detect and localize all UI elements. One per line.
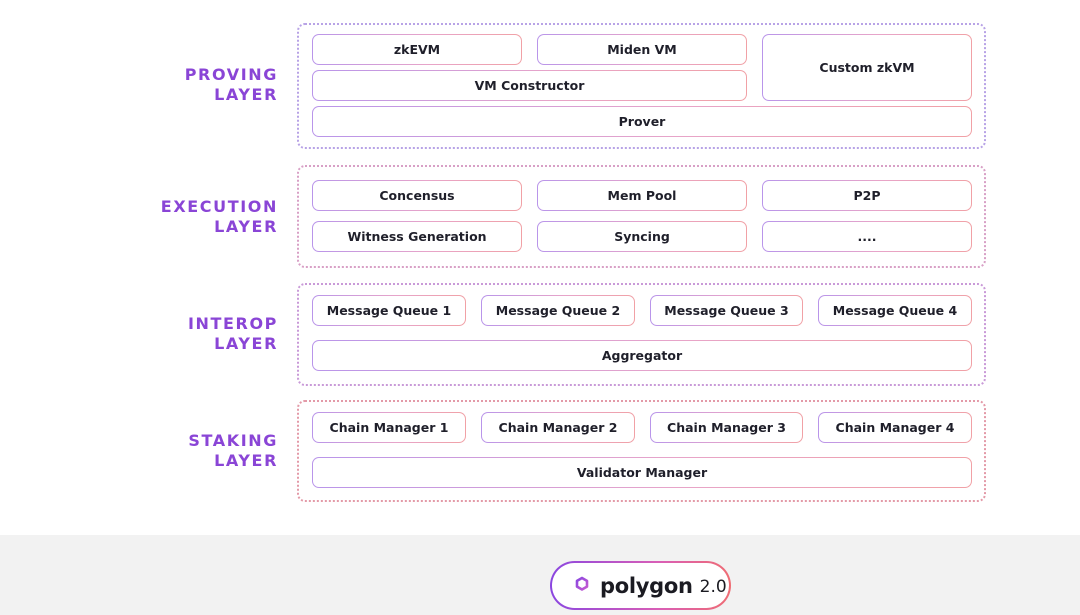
mem-pool-box: Mem Pool bbox=[537, 180, 747, 211]
interop-layer-label: INTEROP LAYER bbox=[120, 314, 278, 354]
polygon-badge: polygon 2.0 bbox=[550, 561, 731, 610]
chain-manager-2-box: Chain Manager 2 bbox=[481, 412, 635, 443]
chain-manager-4-box: Chain Manager 4 bbox=[818, 412, 972, 443]
message-queue-4-box: Message Queue 4 bbox=[818, 295, 972, 326]
p2p-box: P2P bbox=[762, 180, 972, 211]
execution-layer-label-line1: EXECUTION bbox=[160, 197, 278, 216]
execution-layer-label-line2: LAYER bbox=[214, 217, 278, 236]
proving-layer-label: PROVING LAYER bbox=[120, 65, 278, 105]
interop-layer-label-line1: INTEROP bbox=[187, 314, 278, 333]
proving-layer-label-line2: LAYER bbox=[214, 85, 278, 104]
consensus-box: Concensus bbox=[312, 180, 522, 211]
execution-layer-frame bbox=[297, 165, 986, 268]
aggregator-box: Aggregator bbox=[312, 340, 972, 371]
miden-vm-box: Miden VM bbox=[537, 34, 747, 65]
brand-version: 2.0 bbox=[699, 577, 727, 597]
proving-layer-frame bbox=[297, 23, 986, 149]
brand-name: polygon bbox=[600, 573, 693, 598]
interop-layer-label-line2: LAYER bbox=[214, 334, 278, 353]
syncing-box: Syncing bbox=[537, 221, 747, 252]
staking-layer-label-line2: LAYER bbox=[214, 451, 278, 470]
chain-manager-3-box: Chain Manager 3 bbox=[650, 412, 803, 443]
interop-layer-frame bbox=[297, 283, 986, 386]
proving-layer-label-line1: PROVING bbox=[184, 65, 278, 84]
footer-band bbox=[0, 535, 1080, 615]
message-queue-1-box: Message Queue 1 bbox=[312, 295, 466, 326]
prover-box: Prover bbox=[312, 106, 972, 137]
message-queue-2-box: Message Queue 2 bbox=[481, 295, 635, 326]
more-box: .... bbox=[762, 221, 972, 252]
staking-layer-frame bbox=[297, 400, 986, 502]
staking-layer-label-line1: STAKING bbox=[188, 431, 278, 450]
witness-generation-box: Witness Generation bbox=[312, 221, 522, 252]
validator-manager-box: Validator Manager bbox=[312, 457, 972, 488]
staking-layer-label: STAKING LAYER bbox=[120, 431, 278, 471]
execution-layer-label: EXECUTION LAYER bbox=[120, 197, 278, 237]
polygon-logo-icon bbox=[573, 576, 589, 595]
chain-manager-1-box: Chain Manager 1 bbox=[312, 412, 466, 443]
custom-zkvm-box: Custom zkVM bbox=[762, 34, 972, 101]
zkevm-box: zkEVM bbox=[312, 34, 522, 65]
vm-constructor-box: VM Constructor bbox=[312, 70, 747, 101]
message-queue-3-box: Message Queue 3 bbox=[650, 295, 803, 326]
